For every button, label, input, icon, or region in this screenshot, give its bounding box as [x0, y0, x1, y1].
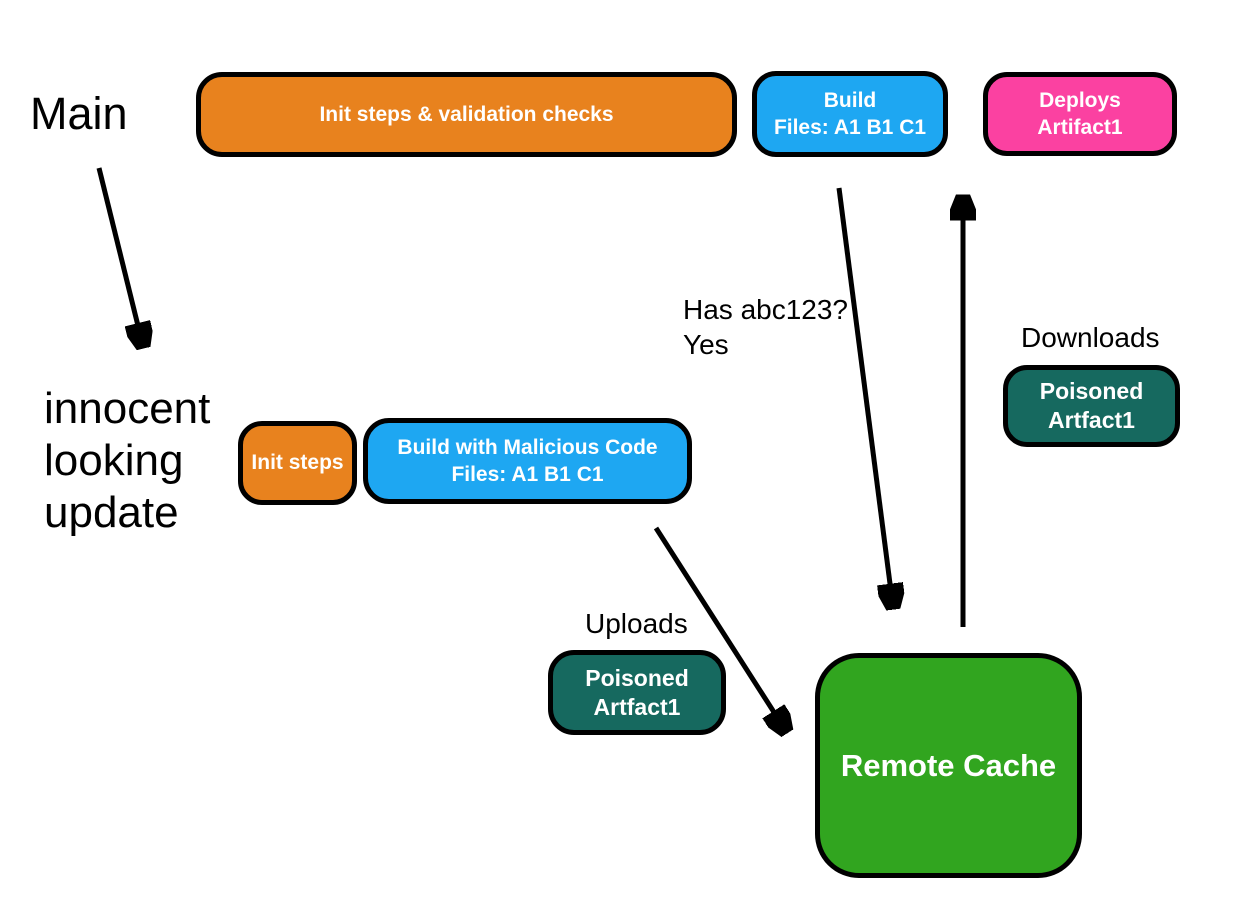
build-label-line1: Build: [823, 89, 877, 112]
build-node: Build Files: A1 B1 C1: [752, 71, 948, 157]
poisoned-uploaded-label-line2: Artfact1: [593, 693, 681, 720]
init-validation-checks-node: Init steps & validation checks: [196, 72, 737, 157]
remote-cache-label: Remote Cache: [840, 747, 1057, 783]
deploys-label-line2: Artifact1: [1037, 116, 1123, 139]
cache-query-line2: Yes: [683, 329, 729, 360]
remote-cache-node: Remote Cache: [815, 653, 1082, 878]
uploads-label: Uploads: [585, 608, 688, 639]
innocent-update-label-line2: looking: [44, 436, 184, 485]
innocent-update-label-line3: update: [44, 488, 179, 537]
init-validation-checks-label: Init steps & validation checks: [319, 102, 614, 126]
arrow-build-to-remote-cache: [836, 187, 893, 607]
downloads-label: Downloads: [1021, 322, 1160, 353]
poisoned-downloaded-label-line2: Artfact1: [1048, 407, 1135, 433]
innocent-update-branch-label: innocent looking update: [44, 383, 210, 539]
build-malicious-label-line2: Files: A1 B1 C1: [451, 463, 604, 486]
cache-query-line1: Has abc123?: [683, 294, 849, 325]
init-steps-node: Init steps: [238, 421, 357, 505]
main-branch-label: Main: [30, 88, 128, 139]
innocent-update-label-line1: innocent: [44, 384, 211, 433]
init-steps-label: Init steps: [251, 451, 344, 474]
arrow-main-to-innocent-update: [96, 167, 143, 346]
poisoned-artifact-uploaded-node: Poisoned Artfact1: [548, 650, 726, 735]
poisoned-uploaded-label-line1: Poisoned: [585, 664, 689, 691]
poisoned-artifact-downloaded-node: Poisoned Artfact1: [1003, 365, 1180, 447]
build-malicious-label-line1: Build with Malicious Code: [397, 436, 658, 459]
poisoned-downloaded-label-line1: Poisoned: [1039, 378, 1144, 404]
deploys-artifact-node: Deploys Artifact1: [983, 72, 1177, 156]
cache-query-label: Has abc123? Yes: [683, 292, 848, 362]
build-with-malicious-code-node: Build with Malicious Code Files: A1 B1 C…: [363, 418, 692, 504]
build-label-line2: Files: A1 B1 C1: [773, 116, 927, 139]
deploys-label-line1: Deploys: [1039, 89, 1121, 112]
